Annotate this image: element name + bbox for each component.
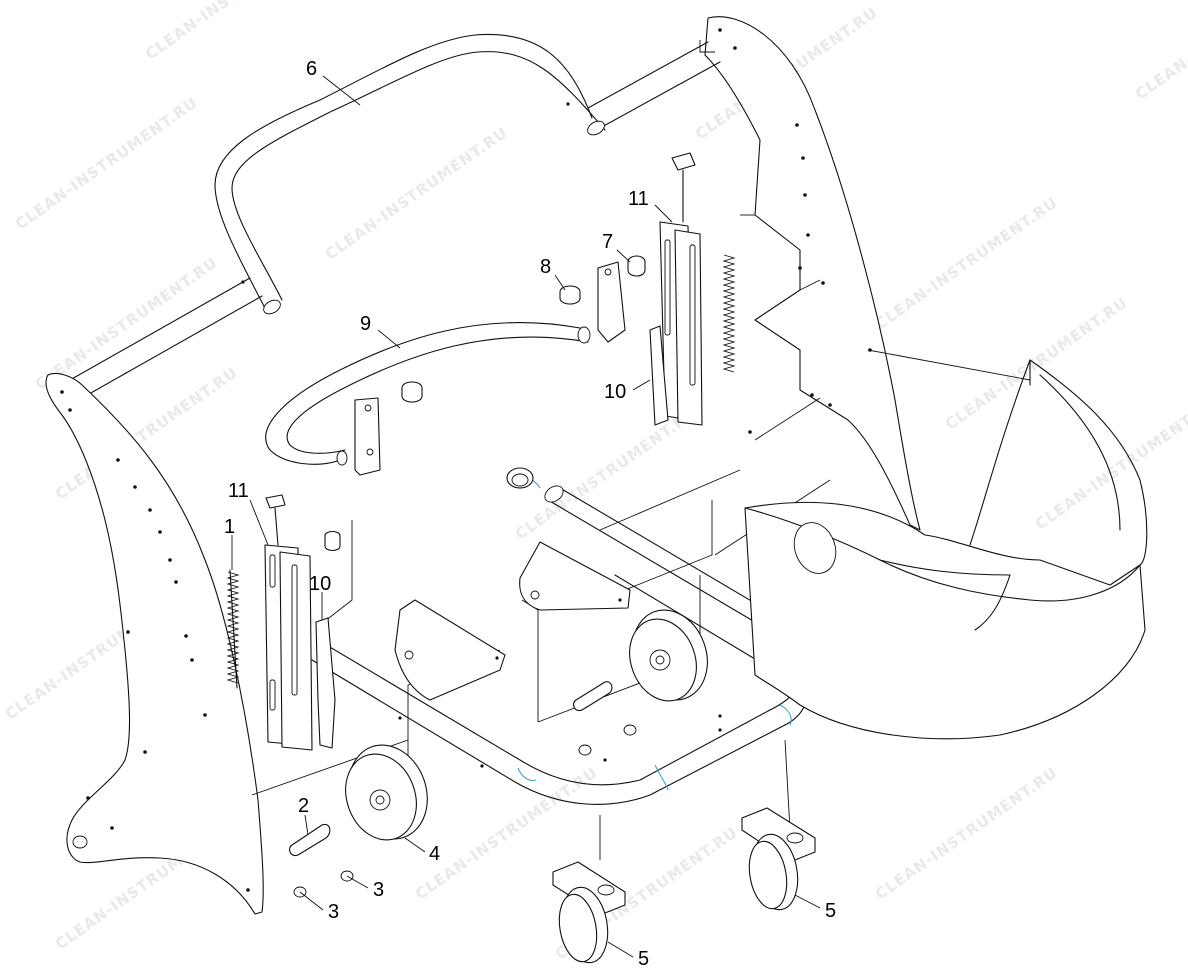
callout-8: 8 bbox=[540, 256, 551, 278]
rear-crossbar bbox=[69, 40, 721, 399]
callout-4: 4 bbox=[429, 843, 440, 865]
callout-1: 1 bbox=[224, 516, 235, 538]
callout-3-left: 3 bbox=[328, 901, 339, 923]
frame-brackets bbox=[394, 541, 631, 701]
panel-holes bbox=[60, 390, 250, 892]
handle-bar bbox=[214, 33, 606, 315]
panel-hole bbox=[72, 835, 88, 849]
watermark-text: CLEAN-INSTRUMENT.RU bbox=[942, 293, 1131, 433]
left-slide-assembly bbox=[226, 494, 341, 751]
callout-11-left: 11 bbox=[228, 480, 249, 502]
callout-10-left: 10 bbox=[309, 573, 331, 595]
wheel-right bbox=[629, 609, 708, 702]
callout-5-center: 5 bbox=[638, 948, 649, 970]
right-side-panel bbox=[704, 16, 921, 531]
lift-bar bbox=[265, 322, 591, 466]
callout-10-right: 10 bbox=[604, 381, 626, 403]
wheel-left bbox=[345, 744, 428, 841]
callout-6: 6 bbox=[306, 58, 317, 80]
callout-7: 7 bbox=[602, 231, 613, 253]
bearing-ring bbox=[506, 467, 534, 489]
watermark-text: CLEAN-INSTRUMENT.RU bbox=[1132, 0, 1188, 103]
watermark-text: CLEAN-INSTRUMENT.RU bbox=[1032, 393, 1188, 533]
base-frame bbox=[311, 474, 807, 805]
panel-holes bbox=[718, 28, 872, 434]
watermark-text: CLEAN-INSTRUMENT.RU bbox=[512, 403, 701, 543]
watermark-text: CLEAN-INSTRUMENT.RU bbox=[872, 193, 1061, 333]
coil-spring bbox=[226, 571, 240, 684]
caster-right bbox=[741, 807, 816, 911]
callout-2: 2 bbox=[298, 795, 309, 817]
coil-spring bbox=[722, 254, 736, 373]
right-slide-assembly bbox=[649, 152, 736, 426]
bumper-fender bbox=[744, 359, 1148, 740]
callout-5-right: 5 bbox=[825, 900, 836, 922]
callout-3-right: 3 bbox=[373, 879, 384, 901]
left-bracket bbox=[354, 381, 423, 476]
callout-11-right: 11 bbox=[628, 188, 649, 210]
left-side-panel bbox=[45, 372, 264, 915]
callout-labels: 6 9 8 7 11 10 1 11 10 2 3 3 4 5 5 bbox=[224, 58, 836, 970]
watermark-text: CLEAN-INSTRUMENT.RU bbox=[142, 0, 331, 63]
watermark-text: CLEAN-INSTRUMENT.RU bbox=[12, 93, 201, 233]
assembly-lines bbox=[251, 214, 1031, 860]
callout-9: 9 bbox=[360, 313, 371, 335]
watermark-text: CLEAN-INSTRUMENT.RU bbox=[872, 763, 1061, 903]
callout-leaders bbox=[231, 75, 821, 958]
caster-center bbox=[552, 861, 626, 964]
watermark-text: CLEAN-INSTRUMENT.RU bbox=[322, 123, 511, 263]
right-bracket bbox=[559, 255, 646, 343]
